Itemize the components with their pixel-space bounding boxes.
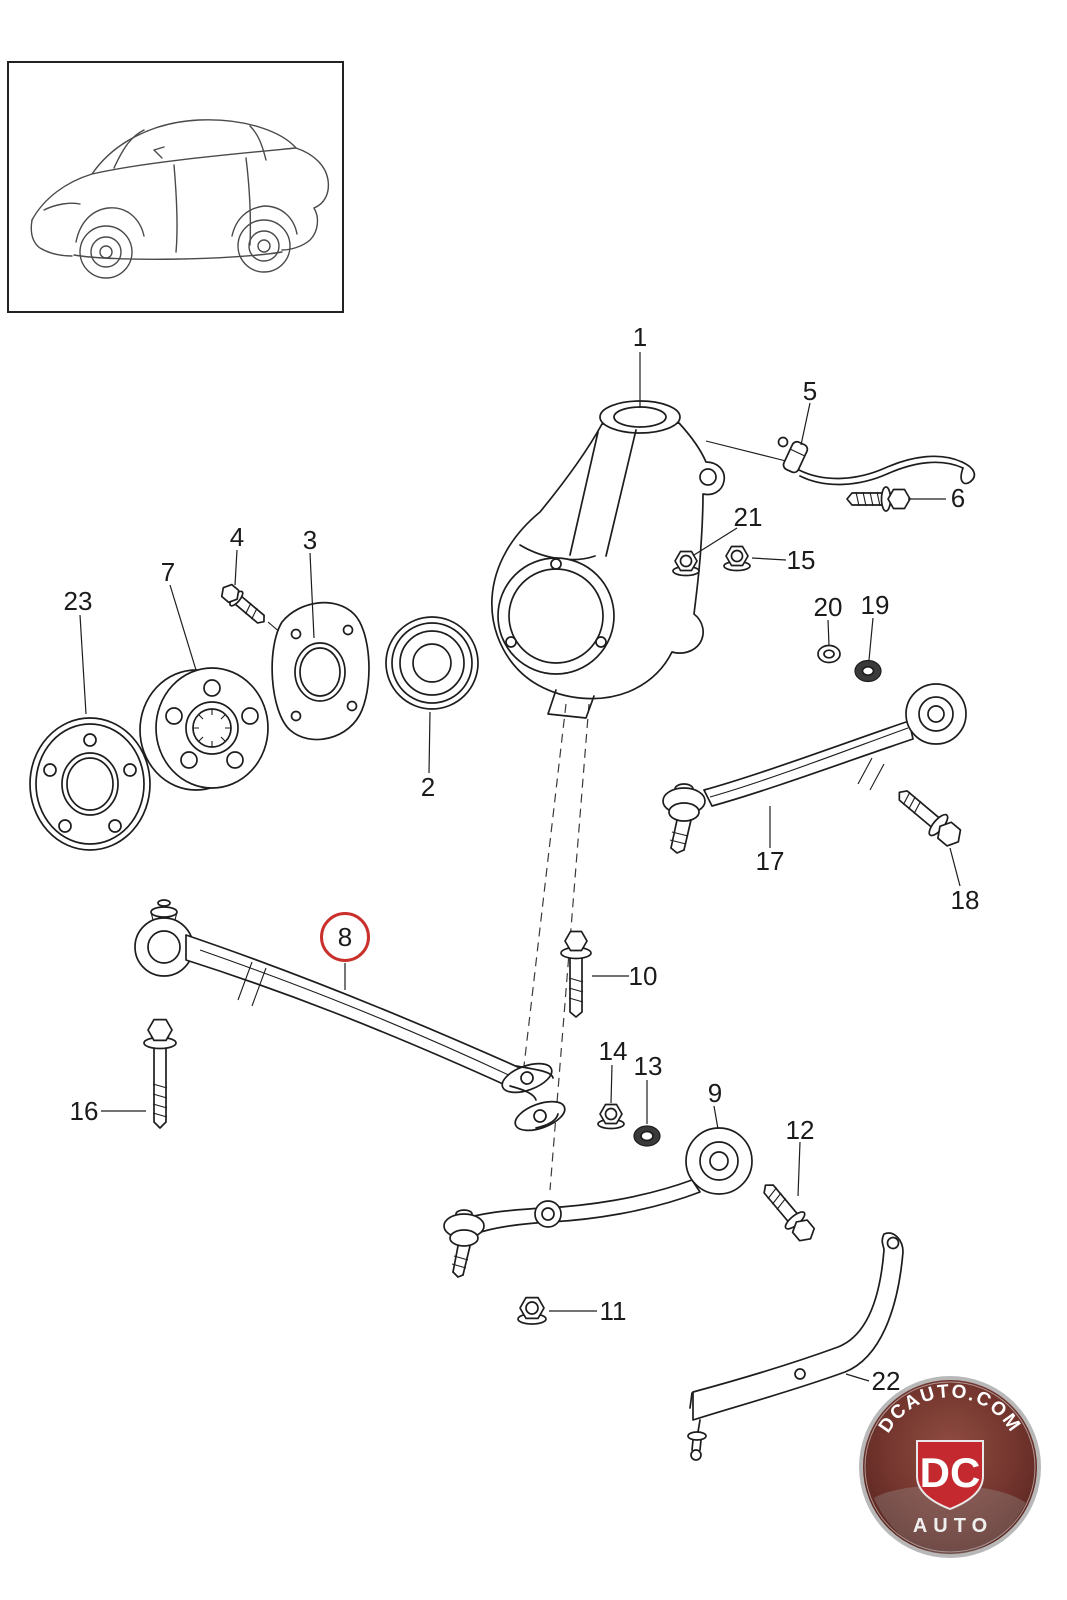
callout-leader-lines [79, 352, 961, 1382]
callout-9: 9 [707, 1078, 723, 1108]
callout-18: 18 [950, 885, 980, 915]
callout-10: 10 [628, 961, 658, 991]
highlight-ring [320, 912, 370, 962]
callout-5: 5 [802, 376, 818, 406]
watermark-shield [916, 1440, 984, 1511]
callout-16: 16 [69, 1096, 99, 1126]
callout-4: 4 [229, 522, 245, 552]
callout-13: 13 [633, 1051, 663, 1081]
part-14-nut [597, 1103, 625, 1130]
part-21-nut [672, 550, 700, 577]
callout-14: 14 [598, 1036, 628, 1066]
callout-11: 11 [599, 1296, 627, 1326]
part-17-upper-link [662, 683, 967, 854]
watermark-name: AUTO [913, 1515, 993, 1537]
part-12-bolt [763, 1184, 816, 1242]
part-3-cover-plate [271, 601, 370, 741]
callout-19: 19 [860, 590, 890, 620]
vehicle-inset-box [7, 61, 344, 313]
part-8-track-arm [134, 899, 566, 1132]
callout-6: 6 [950, 483, 966, 513]
part-9-lower-control-arm [443, 1127, 753, 1278]
callout-21: 21 [733, 502, 763, 532]
dcauto-watermark: DCAUTO.COM DC AUTO [859, 1376, 1041, 1558]
callout-15: 15 [786, 545, 816, 575]
part-10-bolt [560, 930, 592, 1018]
callout-8: 8 [337, 922, 353, 952]
part-1-wheel-carrier [491, 400, 726, 719]
part-22-stabilizer-bracket [687, 1232, 904, 1461]
car-icon [30, 119, 330, 279]
part-15-nut [723, 545, 751, 572]
part-7-wheel-hub [139, 667, 269, 791]
part-23-wheel-flange [29, 717, 151, 851]
part-11-nut [517, 1296, 547, 1325]
callout-1: 1 [632, 322, 648, 352]
part-13-washer [633, 1125, 661, 1147]
part-20-washer [817, 644, 841, 664]
part-2-wheel-bearing [385, 616, 479, 710]
part-16-bolt [143, 1018, 177, 1129]
callout-20: 20 [813, 592, 843, 622]
callout-22: 22 [871, 1366, 901, 1396]
callout-23: 23 [63, 586, 93, 616]
part-18-bolt [898, 790, 962, 847]
part-6-bolt [846, 486, 911, 512]
callout-3: 3 [302, 525, 318, 555]
watermark-initials: DC [920, 1449, 981, 1496]
callout-2: 2 [420, 772, 436, 802]
part-5-abs-sensor [705, 436, 976, 486]
callout-12: 12 [785, 1115, 815, 1145]
callout-17: 17 [755, 846, 785, 876]
part-19-washer [854, 659, 882, 683]
callout-7: 7 [160, 557, 176, 587]
